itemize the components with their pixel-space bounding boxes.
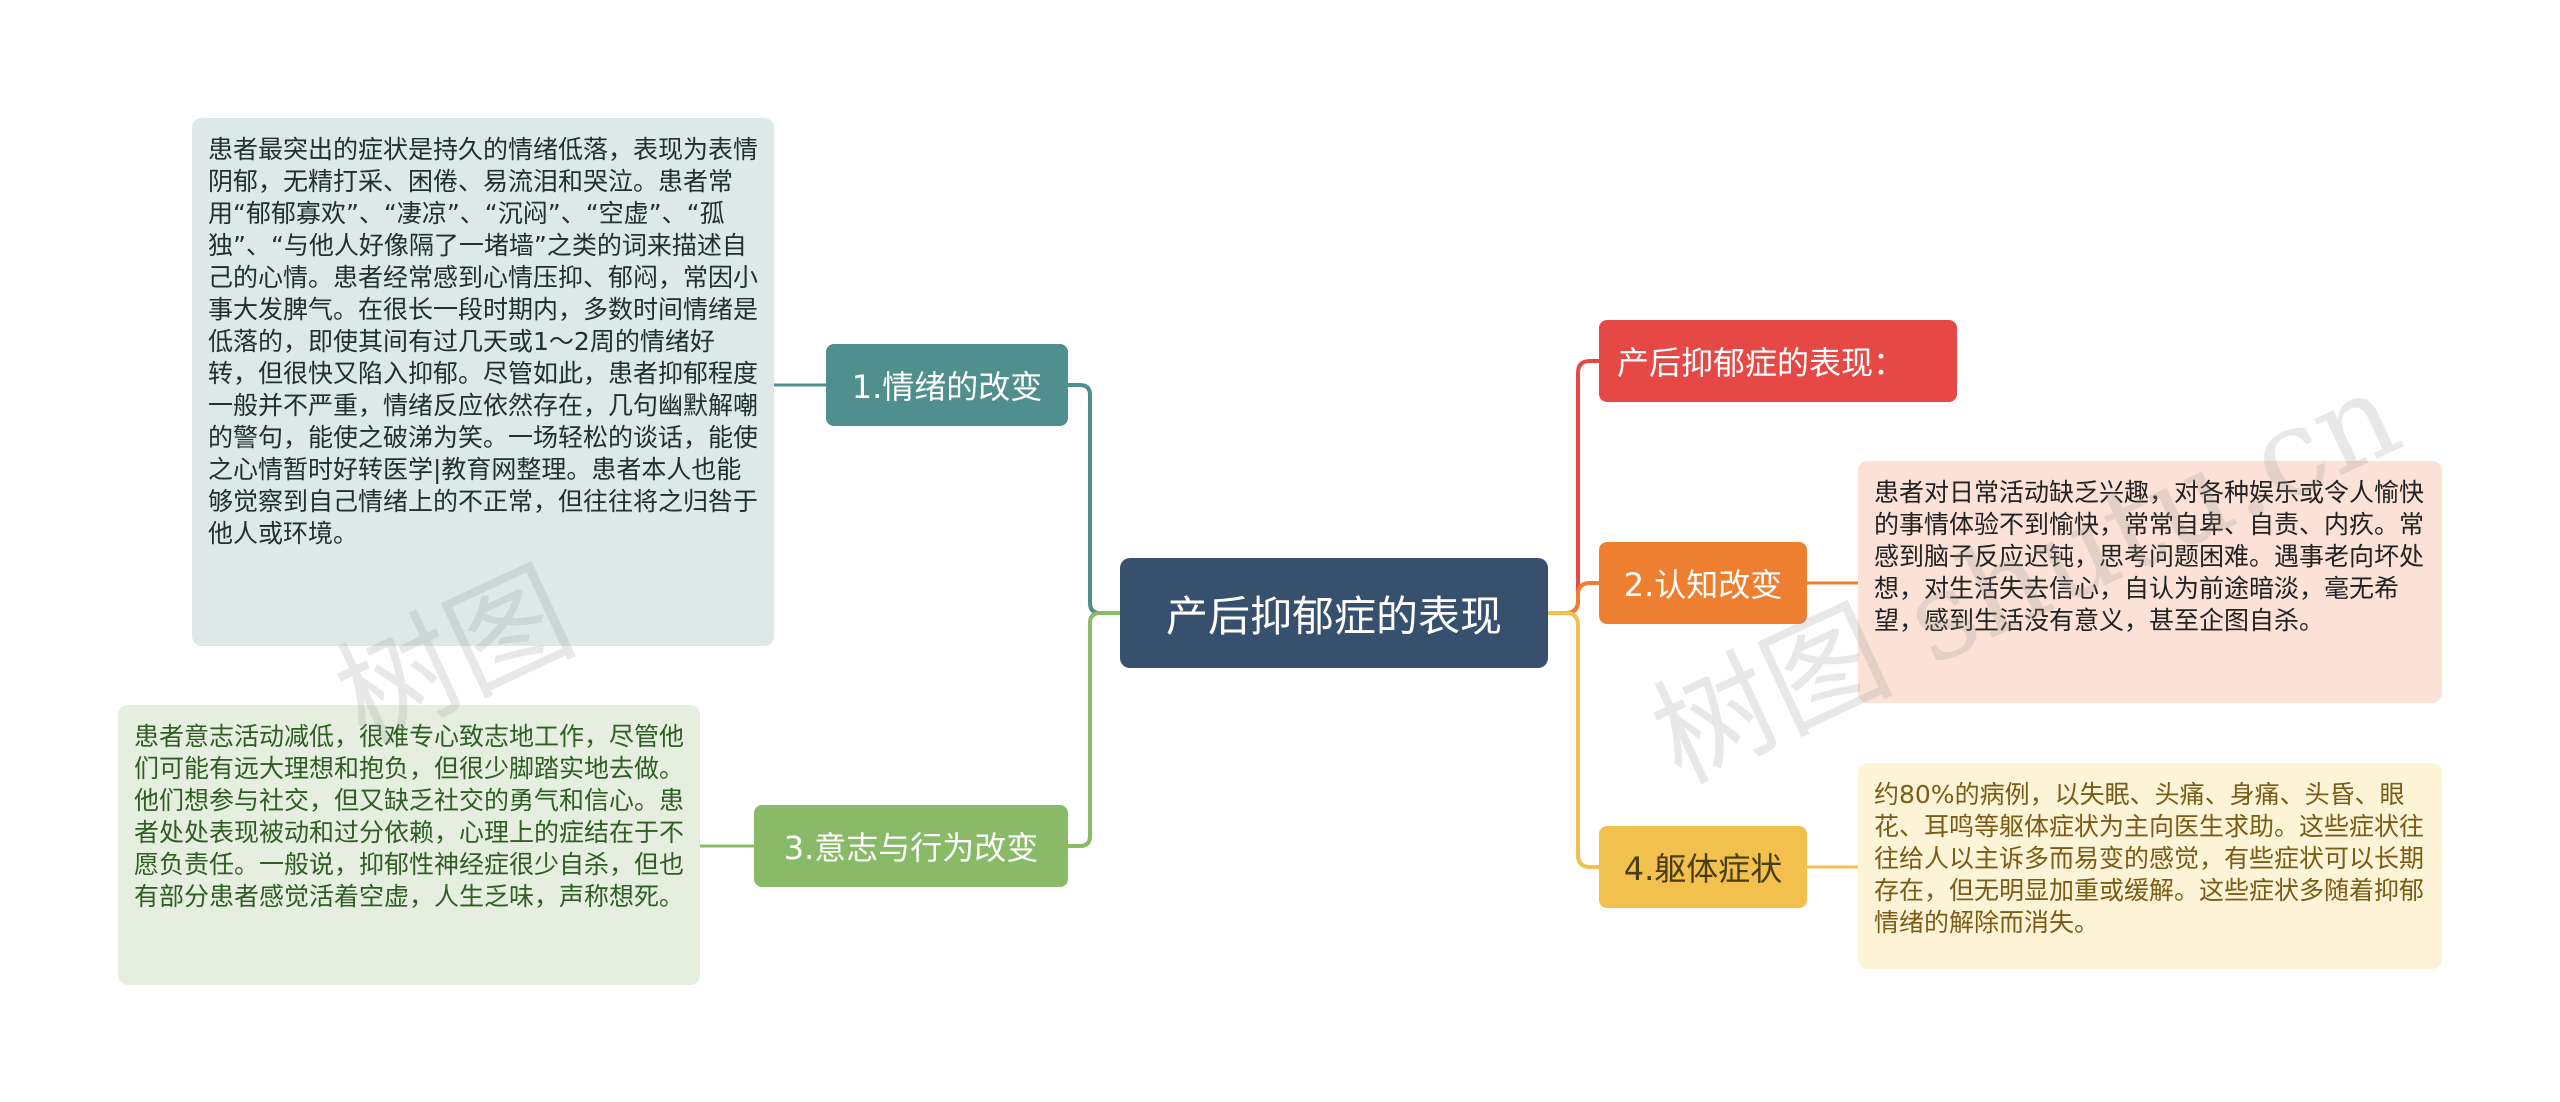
link-center-b0 [1548, 359, 1599, 615]
link-center-b1 [1068, 383, 1120, 615]
branch-emotion-change[interactable]: 1.情绪的改变 [826, 344, 1068, 426]
link-center-b3 [1068, 611, 1120, 848]
branch-somatic-symptoms[interactable]: 4.躯体症状 [1599, 826, 1807, 908]
detail-emotion-change[interactable]: 患者最突出的症状是持久的情绪低落，表现为表情阴郁，无精打采、困倦、易流泪和哭泣。… [192, 118, 774, 646]
branch-heading[interactable]: 产后抑郁症的表现： [1599, 320, 1957, 402]
central-topic[interactable]: 产后抑郁症的表现 [1120, 558, 1548, 668]
detail-cognitive-change[interactable]: 患者对日常活动缺乏兴趣，对各种娱乐或令人愉快的事情体验不到愉快，常常自卑、自责、… [1858, 461, 2442, 703]
link-center-b4 [1548, 611, 1599, 869]
branch-will-behavior-change[interactable]: 3.意志与行为改变 [754, 805, 1068, 887]
detail-will-behavior-change[interactable]: 患者意志活动减低，很难专心致志地工作，尽管他们可能有远大理想和抱负，但很少脚踏实… [118, 705, 700, 985]
branch-cognitive-change[interactable]: 2.认知改变 [1599, 542, 1807, 624]
detail-somatic-symptoms[interactable]: 约80%的病例，以失眠、头痛、身痛、头昏、眼花、耳鸣等躯体症状为主向医生求助。这… [1858, 763, 2442, 969]
link-center-b2 [1548, 581, 1599, 615]
